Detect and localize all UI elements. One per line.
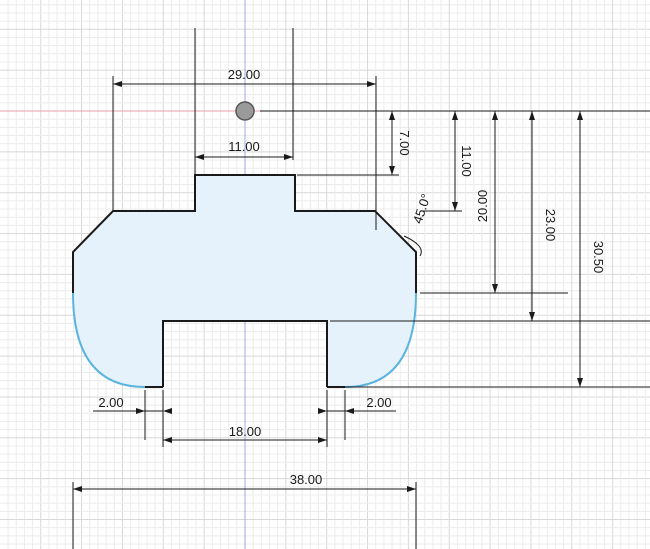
dim-arc-start-height[interactable]: 20.00 — [475, 190, 490, 223]
dim-top-width[interactable]: 29.00 — [228, 67, 261, 82]
dim-total-width[interactable]: 38.00 — [290, 472, 323, 487]
profile-region[interactable] — [73, 175, 416, 387]
dim-tab-height[interactable]: 7.00 — [397, 130, 412, 155]
dim-notch-width[interactable]: 18.00 — [229, 424, 262, 439]
right-arc[interactable] — [344, 292, 417, 388]
dim-shoulder-height[interactable]: 11.00 — [459, 145, 474, 177]
dim-left-foot[interactable]: 2.00 — [98, 395, 123, 410]
origin-point[interactable] — [235, 101, 255, 121]
dim-tab-width[interactable]: 11.00 — [228, 139, 260, 154]
dimension-lines — [72, 28, 650, 549]
profile-upper-lines[interactable] — [72, 174, 417, 293]
left-arc[interactable] — [72, 292, 146, 388]
notch-lines[interactable] — [145, 320, 345, 388]
dim-right-foot[interactable]: 2.00 — [366, 395, 391, 410]
dim-total-height[interactable]: 30.50 — [591, 241, 606, 274]
dim-notch-height[interactable]: 23.00 — [543, 209, 558, 242]
dimension-arrows — [73, 81, 583, 492]
